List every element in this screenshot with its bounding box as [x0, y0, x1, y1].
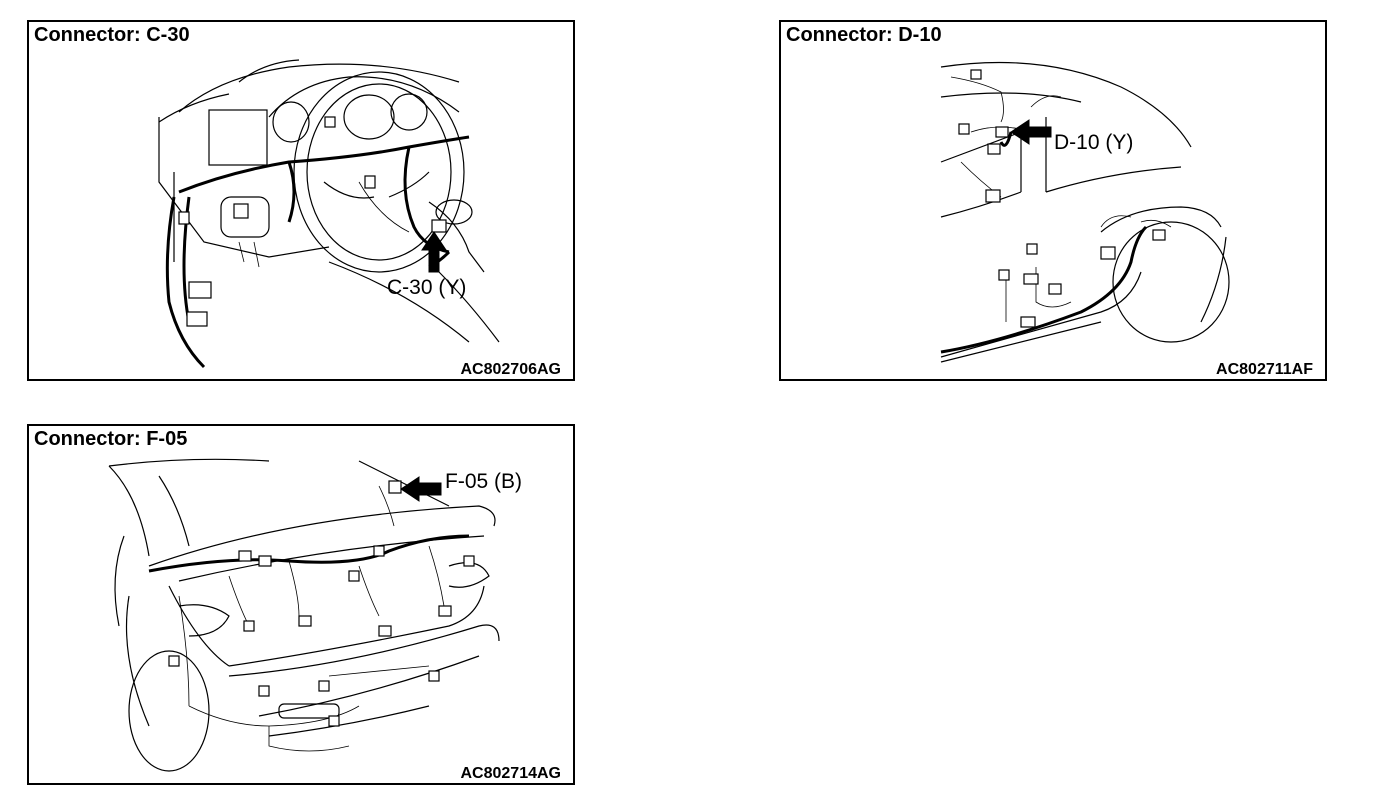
figure-code: AC802711AF [1216, 361, 1313, 378]
trunk-harness-drawing [108, 458, 500, 772]
figure-code: AC802706AG [460, 361, 562, 378]
connector-callout: F-05 (B) [445, 470, 523, 493]
panel-connector-c30: Connector: C-30 C-30 (Y) AC802706AG [27, 20, 575, 381]
dashboard-harness-drawing [158, 59, 500, 369]
figure-code: AC802714AG [460, 765, 562, 782]
body-harness-drawing [940, 61, 1230, 363]
connector-callout: D-10 (Y) [1054, 131, 1134, 154]
arrow-d10 [1010, 119, 1052, 145]
arrow-f05 [400, 476, 442, 502]
panel-title: Connector: C-30 [34, 24, 190, 46]
panel-title: Connector: F-05 [34, 428, 188, 450]
panel-connector-d10: Connector: D-10 D-10 (Y) AC802711AF [779, 20, 1327, 381]
panel-title: Connector: D-10 [786, 24, 942, 46]
connector-callout: C-30 (Y) [387, 276, 467, 299]
panel-connector-f05: Connector: F-05 F-05 (B) AC802714AG [27, 424, 575, 785]
arrow-c30 [421, 231, 447, 273]
